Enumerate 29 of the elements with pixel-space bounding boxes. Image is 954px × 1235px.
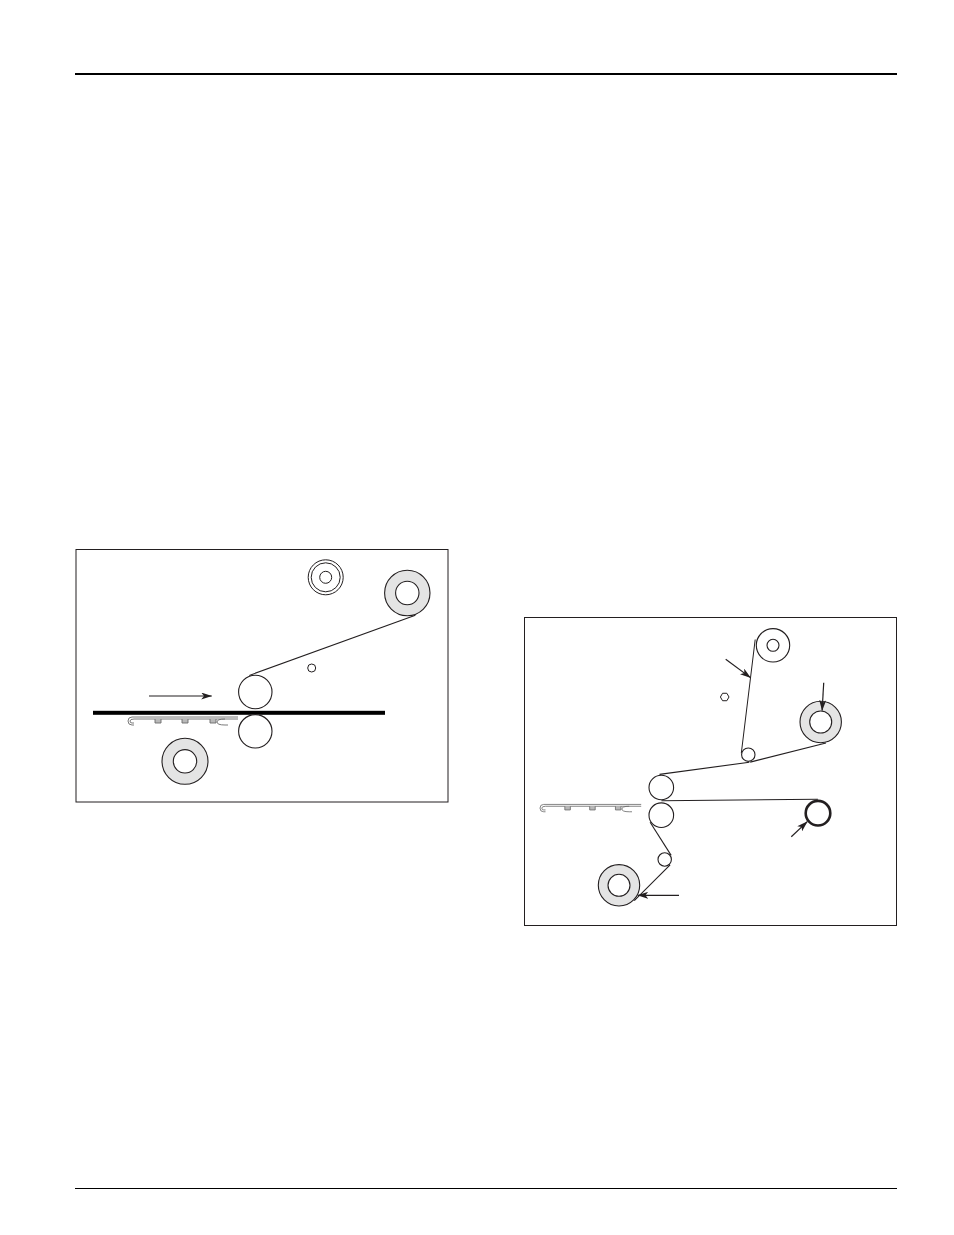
arrow bbox=[819, 682, 827, 712]
idler-roller bbox=[657, 852, 672, 867]
film-web bbox=[660, 798, 819, 802]
film-web bbox=[633, 864, 671, 902]
film-web bbox=[248, 614, 416, 676]
take-up-roller bbox=[804, 799, 832, 827]
roll-core bbox=[395, 580, 420, 606]
film-roll bbox=[161, 737, 209, 785]
arrow bbox=[725, 658, 752, 679]
film-web bbox=[659, 761, 750, 775]
arrow bbox=[637, 891, 680, 899]
idler-roller bbox=[741, 747, 756, 762]
arrow bbox=[790, 821, 808, 838]
film-web bbox=[749, 742, 827, 763]
nip-roller bbox=[648, 802, 675, 829]
pin bbox=[307, 663, 317, 673]
roll-core bbox=[607, 873, 631, 897]
nip-roller bbox=[648, 774, 675, 801]
film-web bbox=[740, 639, 756, 754]
nip-roller bbox=[238, 714, 273, 749]
roll-core bbox=[809, 710, 833, 734]
film-roll bbox=[597, 864, 641, 907]
film-roll bbox=[384, 569, 431, 617]
roller bbox=[755, 628, 791, 663]
pin bbox=[719, 692, 730, 702]
film-roll bbox=[799, 700, 842, 744]
roller bbox=[307, 559, 344, 596]
roll-core bbox=[172, 749, 198, 774]
nip-roller bbox=[238, 674, 273, 710]
